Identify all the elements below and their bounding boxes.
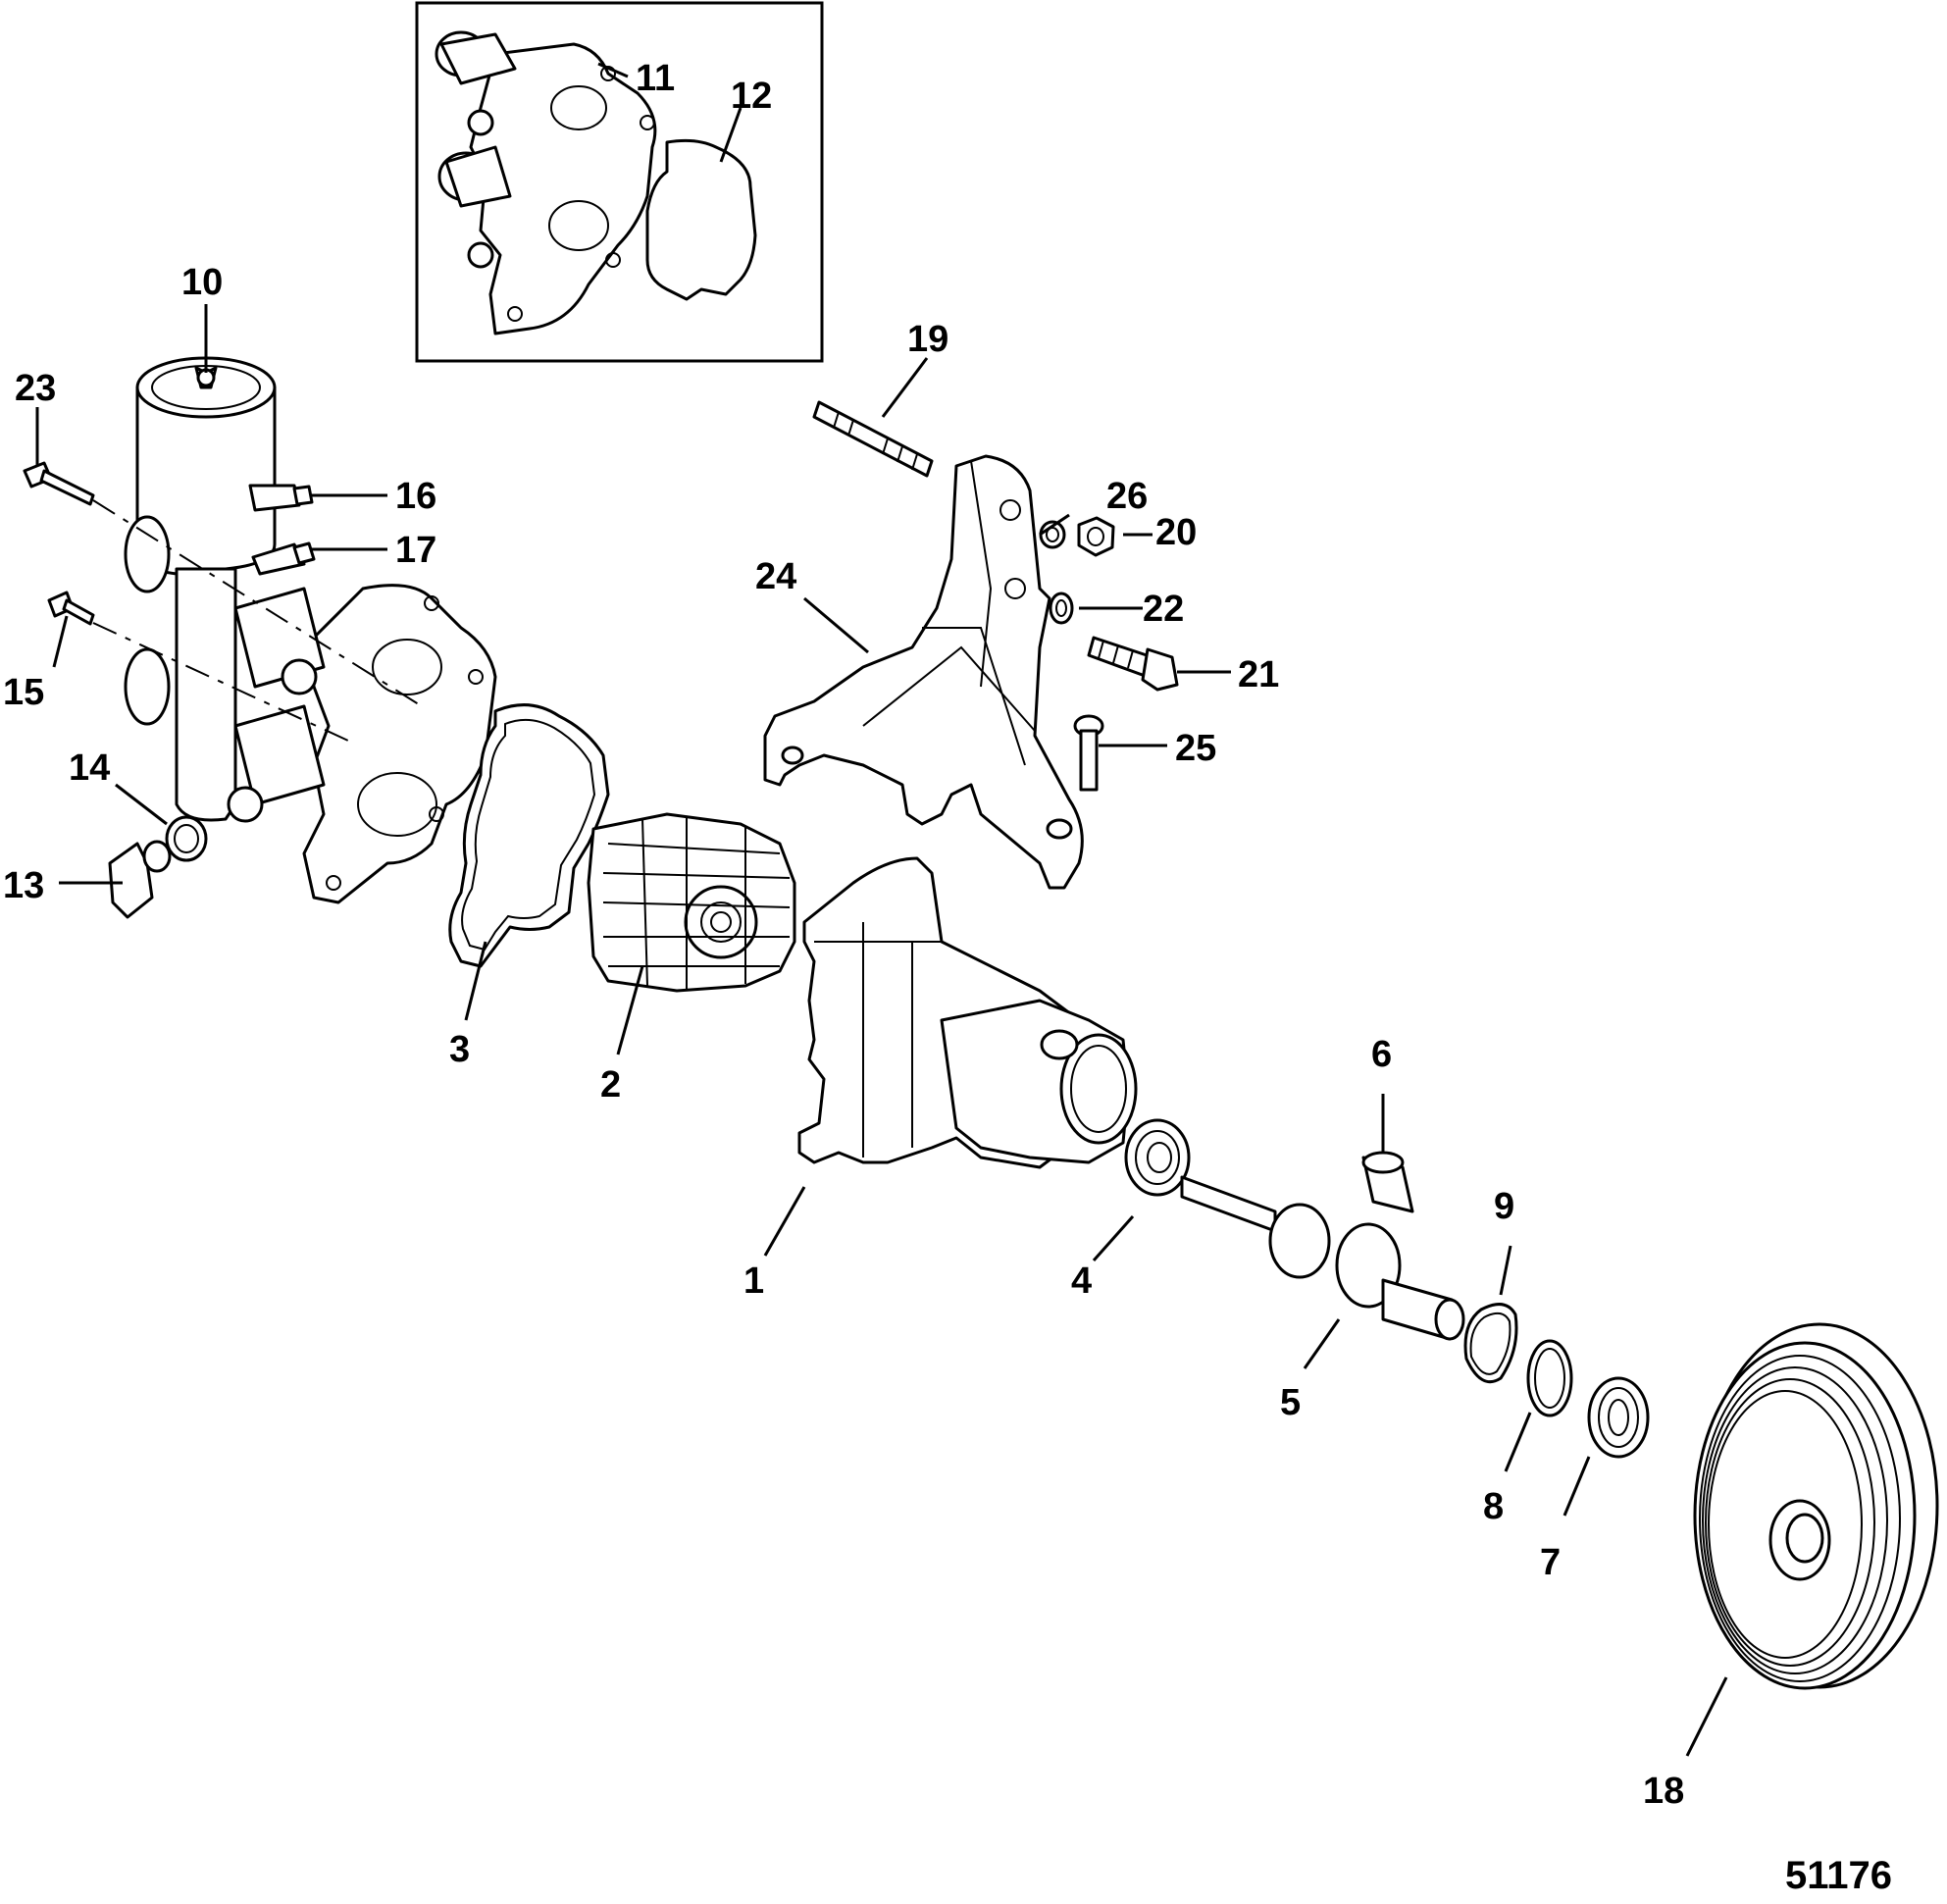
callout-1: 1 xyxy=(743,1261,764,1302)
screw-25 xyxy=(1073,714,1104,792)
bolt-15 xyxy=(47,591,95,626)
callout-10: 10 xyxy=(181,262,223,303)
pump-cover-plate xyxy=(227,584,497,904)
ring-8 xyxy=(1526,1339,1573,1417)
bearing-4 xyxy=(1124,1118,1191,1197)
callout-labels: 1 2 3 4 5 6 7 8 9 10 11 12 13 14 15 16 1… xyxy=(3,58,1684,1812)
callout-2: 2 xyxy=(600,1064,621,1106)
inset-detail xyxy=(415,1,824,363)
callout-15: 15 xyxy=(3,672,44,713)
sleeve-6 xyxy=(1361,1151,1414,1213)
callout-21: 21 xyxy=(1238,654,1279,695)
seal-7 xyxy=(1587,1376,1650,1459)
bracket-24 xyxy=(763,454,1084,890)
snap-ring-9 xyxy=(1463,1303,1518,1384)
nut-20 xyxy=(1077,516,1115,557)
centerline-upper xyxy=(92,499,423,707)
callout-17: 17 xyxy=(395,530,436,571)
callout-7: 7 xyxy=(1540,1542,1561,1583)
inset-gasket-12 xyxy=(645,138,757,301)
drain-plug-13 xyxy=(108,840,172,919)
fitting-16 xyxy=(248,484,314,512)
callout-3: 3 xyxy=(449,1029,470,1070)
callout-4: 4 xyxy=(1071,1261,1092,1302)
stud-19 xyxy=(812,400,934,478)
callout-22: 22 xyxy=(1143,589,1184,630)
callout-16: 16 xyxy=(395,476,436,517)
callout-9: 9 xyxy=(1494,1186,1514,1227)
leader-lines xyxy=(35,62,1728,1757)
callout-13: 13 xyxy=(3,865,44,906)
callout-14: 14 xyxy=(69,747,110,789)
bolt-23 xyxy=(23,461,95,506)
figure-number: 51176 xyxy=(1785,1854,1892,1897)
shaft-5 xyxy=(1180,1175,1465,1341)
inset-pump-body-11 xyxy=(435,30,657,335)
callout-11: 11 xyxy=(636,58,675,99)
thermostat-housing-10 xyxy=(124,356,277,822)
callout-5: 5 xyxy=(1280,1382,1301,1423)
centerline-lower xyxy=(92,622,349,742)
gasket-3 xyxy=(448,703,610,968)
callout-26: 26 xyxy=(1106,476,1148,517)
pump-housing-1 xyxy=(797,856,1138,1169)
callout-19: 19 xyxy=(907,319,948,360)
callout-6: 6 xyxy=(1371,1034,1392,1075)
callout-12: 12 xyxy=(731,76,772,117)
fitting-17 xyxy=(251,541,316,576)
callout-23: 23 xyxy=(15,368,56,409)
callout-24: 24 xyxy=(755,556,796,597)
o-ring-14 xyxy=(165,815,208,862)
bolt-21 xyxy=(1087,636,1179,692)
callout-8: 8 xyxy=(1483,1486,1504,1527)
callout-25: 25 xyxy=(1175,728,1216,769)
callout-20: 20 xyxy=(1155,512,1197,553)
inset-frame xyxy=(415,1,824,363)
lock-washer-22 xyxy=(1049,592,1074,625)
callout-18: 18 xyxy=(1643,1771,1684,1812)
pulley-18 xyxy=(1693,1322,1939,1690)
impeller-2 xyxy=(587,812,796,993)
